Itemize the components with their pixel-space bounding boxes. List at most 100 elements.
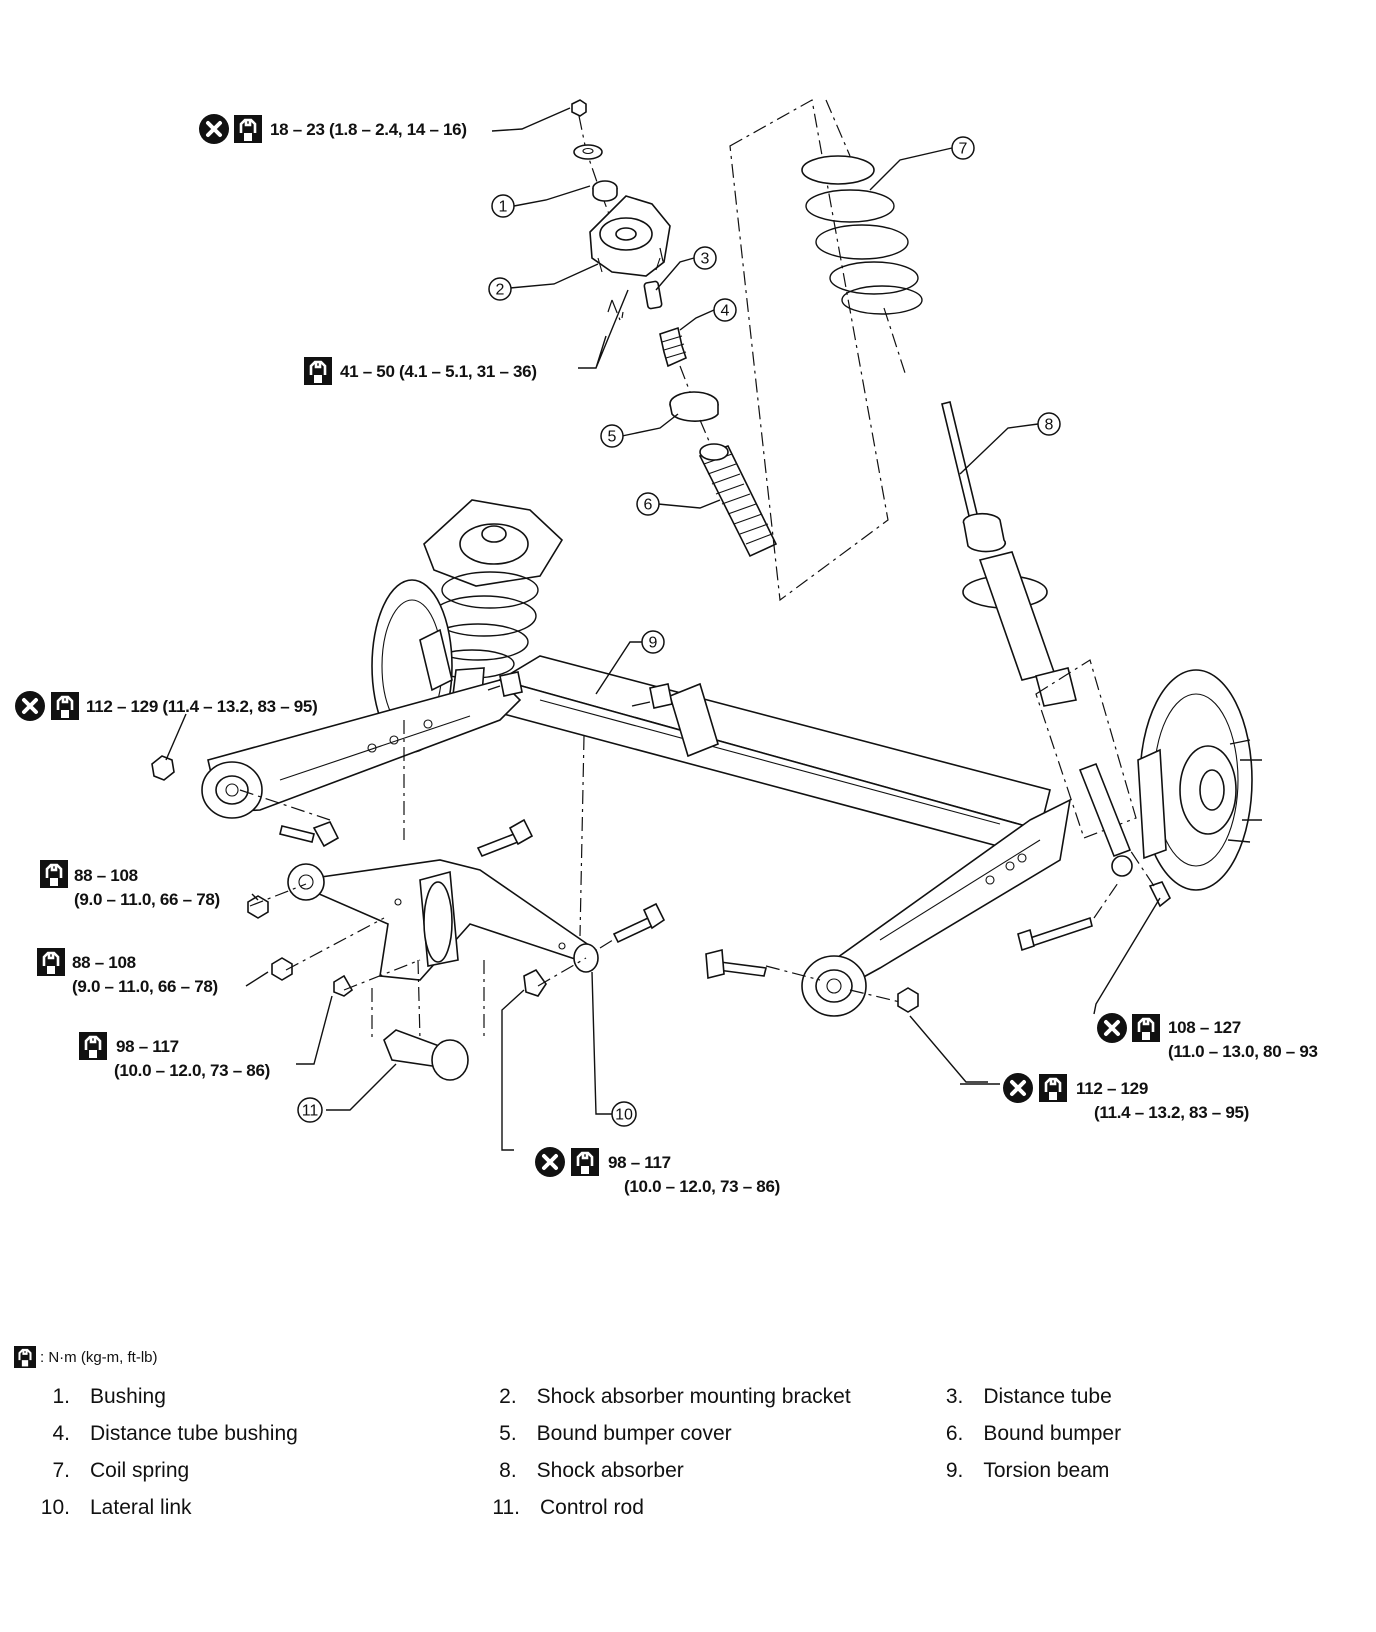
torque-spec-control-rod: 98 – 117 (10.0 – 12.0, 73 – 86)	[77, 1030, 270, 1080]
coil-spring	[729, 99, 923, 602]
legend-item: 9. Torsion beam	[907, 1459, 1354, 1483]
legend-number: 6.	[945, 1421, 964, 1445]
callout-6: 6	[636, 492, 660, 516]
torque-wrench-icon	[49, 690, 81, 722]
legend-number: 2.	[499, 1384, 517, 1408]
legend-number: 4.	[52, 1421, 70, 1445]
callout-number: 7	[959, 141, 968, 158]
torque-wrench-icon	[77, 1030, 109, 1062]
legend-item: 4. Distance tube bushing	[14, 1422, 461, 1446]
torque-spec-lateral-link-1: 88 – 108 (9.0 – 11.0, 66 – 78)	[38, 858, 220, 909]
no-reuse-icon	[1001, 1071, 1035, 1105]
no-reuse-icon	[533, 1145, 567, 1179]
torque-label: (9.0 – 11.0, 66 – 78)	[74, 890, 220, 909]
callout-5: 5	[600, 424, 624, 448]
legend-item: 2. Shock absorber mounting bracket	[461, 1385, 908, 1409]
torque-wrench-icon	[302, 355, 334, 387]
legend-part-name: Bushing	[90, 1384, 166, 1408]
torque-unit-legend: : N·m (kg-m, ft-lb)	[14, 1346, 158, 1368]
callout-number: 4	[721, 303, 730, 320]
torque-label: 98 – 117	[116, 1037, 179, 1056]
legend-part-name: Torsion beam	[983, 1458, 1110, 1482]
callout-number: 5	[608, 429, 617, 446]
callout-4: 4	[713, 298, 737, 322]
legend-part-name: Coil spring	[90, 1458, 190, 1482]
lateral-link-assembly	[151, 720, 1172, 1081]
legend-row: 10. Lateral link 11. Control rod	[14, 1489, 1354, 1526]
legend-row: 7. Coil spring 8. Shock absorber 9. Torsion…	[14, 1452, 1354, 1489]
torque-label: (10.0 – 12.0, 73 – 86)	[114, 1061, 270, 1080]
legend-part-name: Distance tube	[983, 1384, 1112, 1408]
callout-11: 11	[297, 1097, 323, 1123]
torque-wrench-icon	[1037, 1072, 1069, 1104]
callout-number: 9	[649, 635, 658, 652]
torque-label: 18 – 23 (1.8 – 2.4, 14 – 16)	[270, 120, 467, 139]
callout-10: 10	[611, 1101, 637, 1127]
callout-7: 7	[951, 136, 975, 160]
torque-label: (9.0 – 11.0, 66 – 78)	[72, 977, 218, 996]
callout-number: 2	[496, 282, 505, 299]
torsion-beam	[201, 655, 1072, 1017]
legend-number: 10.	[40, 1495, 70, 1519]
torque-label: 112 – 129 (11.4 – 13.2, 83 – 95)	[86, 697, 317, 716]
torque-spec-lateral-link-bottom: 98 – 117 (10.0 – 12.0, 73 – 86)	[533, 1145, 780, 1196]
legend-item: 7. Coil spring	[14, 1459, 461, 1483]
callout-3: 3	[693, 246, 717, 270]
torque-label: 41 – 50 (4.1 – 5.1, 31 – 36)	[340, 362, 537, 381]
torque-label: (11.0 – 13.0, 80 – 93	[1168, 1042, 1318, 1061]
torque-label: 98 – 117	[608, 1153, 671, 1172]
legend-part-name: Bound bumper	[983, 1421, 1122, 1445]
torque-label: 112 – 129	[1076, 1079, 1148, 1098]
callout-number: 1	[499, 199, 508, 216]
legend-part-name: Control rod	[540, 1495, 644, 1519]
callout-number: 8	[1045, 417, 1054, 434]
legend-part-name: Shock absorber	[536, 1458, 684, 1482]
callout-2: 2	[488, 277, 512, 301]
legend-number: 5.	[499, 1421, 517, 1445]
torque-spec-left-arm-bolt: 112 – 129 (11.4 – 13.2, 83 – 95)	[13, 689, 318, 723]
torque-label: 108 – 127	[1168, 1018, 1241, 1037]
torque-wrench-icon	[232, 113, 264, 145]
rear-suspension-exploded-diagram: 18 – 23 (1.8 – 2.4, 14 – 16) 41 – 50 (4.…	[13, 99, 1318, 1196]
torque-spec-right-arm-bolt: 112 – 129 (11.4 – 13.2, 83 – 95)	[1001, 1071, 1249, 1122]
callout-number: 10	[615, 1107, 633, 1124]
torque-wrench-icon	[38, 858, 70, 890]
torque-wrench-icon	[1130, 1012, 1162, 1044]
callout-number: 6	[644, 497, 653, 514]
legend-item: 10. Lateral link	[14, 1496, 464, 1520]
torque-spec-shock-lower: 108 – 127 (11.0 – 13.0, 80 – 93	[1095, 1011, 1318, 1061]
legend-number: 8.	[499, 1458, 517, 1482]
no-reuse-icon	[197, 112, 231, 146]
legend-part-name: Lateral link	[90, 1495, 192, 1519]
legend-number: 9.	[945, 1458, 964, 1482]
legend-part-name: Distance tube bushing	[90, 1421, 298, 1445]
legend-number: 7.	[52, 1458, 70, 1482]
legend-row: 1. Bushing 2. Shock absorber mounting brac…	[14, 1378, 1354, 1415]
torque-spec-lateral-link-2: 88 – 108 (9.0 – 11.0, 66 – 78)	[35, 946, 218, 996]
legend-number: 3.	[945, 1384, 964, 1408]
legend-item: 11. Control rod	[464, 1496, 914, 1520]
callout-9: 9	[641, 630, 665, 654]
legend-part-name: Shock absorber mounting bracket	[536, 1384, 851, 1408]
parts-legend: 1. Bushing 2. Shock absorber mounting brac…	[14, 1378, 1354, 1526]
right-hub-disc	[1137, 669, 1262, 891]
torque-label: (11.4 – 13.2, 83 – 95)	[1094, 1103, 1249, 1122]
legend-item: 1. Bushing	[14, 1385, 461, 1409]
no-reuse-icon	[1095, 1011, 1129, 1045]
legend-number: 11.	[492, 1495, 520, 1519]
strut-top-hardware	[571, 99, 778, 558]
torque-wrench-icon	[569, 1146, 601, 1178]
no-reuse-icon	[13, 689, 47, 723]
leader-lines	[165, 107, 1161, 1151]
callout-8: 8	[1037, 412, 1061, 436]
torque-spec-top-nut: 18 – 23 (1.8 – 2.4, 14 – 16)	[197, 112, 467, 146]
torque-spec-bracket-nuts: 41 – 50 (4.1 – 5.1, 31 – 36)	[302, 355, 537, 387]
callout-number: 3	[701, 251, 710, 268]
torque-label: (10.0 – 12.0, 73 – 86)	[624, 1177, 780, 1196]
torque-unit-text: : N·m (kg-m, ft-lb)	[40, 1348, 158, 1366]
legend-number: 1.	[52, 1384, 70, 1408]
legend-item: 5.Bound bumper cover	[461, 1422, 908, 1446]
legend-item: 6. Bound bumper	[907, 1422, 1354, 1446]
legend-item: 8. Shock absorber	[461, 1459, 908, 1483]
legend-item: 3. Distance tube	[907, 1385, 1354, 1409]
